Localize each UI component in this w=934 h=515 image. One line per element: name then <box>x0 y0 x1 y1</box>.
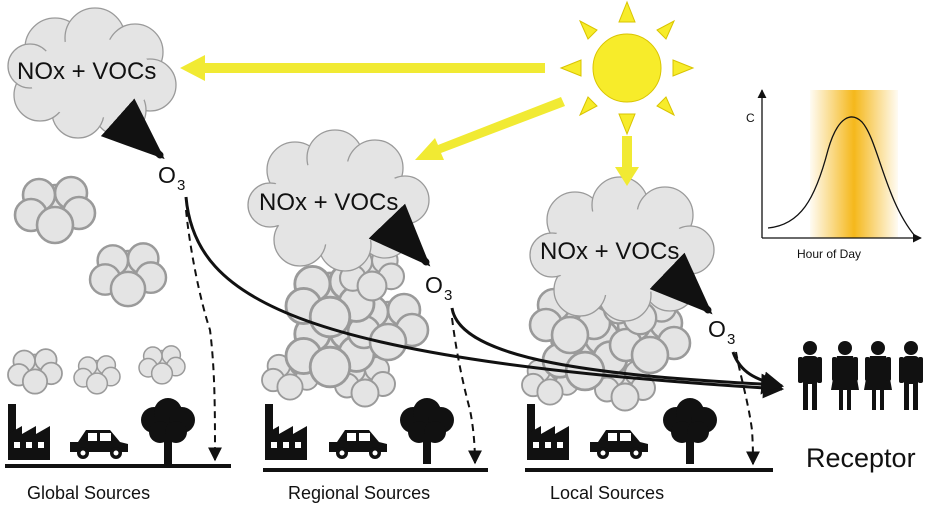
car-icon <box>329 430 387 459</box>
sun-icon <box>559 0 695 136</box>
global-small-clouds <box>7 175 186 395</box>
diurnal-inset: C Hour of Day <box>746 89 922 261</box>
ozone-label-regional: O 3 <box>425 272 452 304</box>
formation-arrows <box>100 98 713 315</box>
tree-icon <box>141 398 195 464</box>
ozone-label-local: O 3 <box>708 316 735 348</box>
receptor-label: Receptor <box>806 443 916 473</box>
svg-text:3: 3 <box>727 331 735 348</box>
local-sources-label: Local Sources <box>550 483 664 503</box>
local-cloud-label: NOx + VOCs <box>540 238 679 265</box>
svg-text:3: 3 <box>444 287 452 304</box>
people-icon <box>798 341 923 410</box>
ozone-label-global: O 3 <box>158 162 185 194</box>
global-cloud-label: NOx + VOCs <box>17 58 156 85</box>
svg-text:O: O <box>425 272 443 298</box>
factory-icon <box>265 404 307 460</box>
factory-icon <box>8 404 50 460</box>
car-icon <box>70 430 128 459</box>
deposition-arrows <box>185 209 760 466</box>
global-sources-label: Global Sources <box>27 483 150 503</box>
svg-text:O: O <box>708 316 726 342</box>
inset-x-axis-label: Hour of Day <box>797 247 861 261</box>
svg-text:3: 3 <box>177 177 185 194</box>
concentration-curve <box>767 116 916 237</box>
transport-curves <box>184 196 785 399</box>
sunlight-arrows <box>180 55 639 186</box>
factory-icon <box>527 404 569 460</box>
regional-sources-label: Regional Sources <box>288 483 430 503</box>
car-icon <box>590 430 648 459</box>
inset-y-axis-label: C <box>746 111 755 125</box>
regional-cloud-label: NOx + VOCs <box>259 189 398 216</box>
daylight-band <box>810 90 898 238</box>
svg-text:O: O <box>158 162 176 188</box>
ground-lines <box>5 464 773 472</box>
tree-icon <box>400 398 454 464</box>
tree-icon <box>663 398 717 464</box>
